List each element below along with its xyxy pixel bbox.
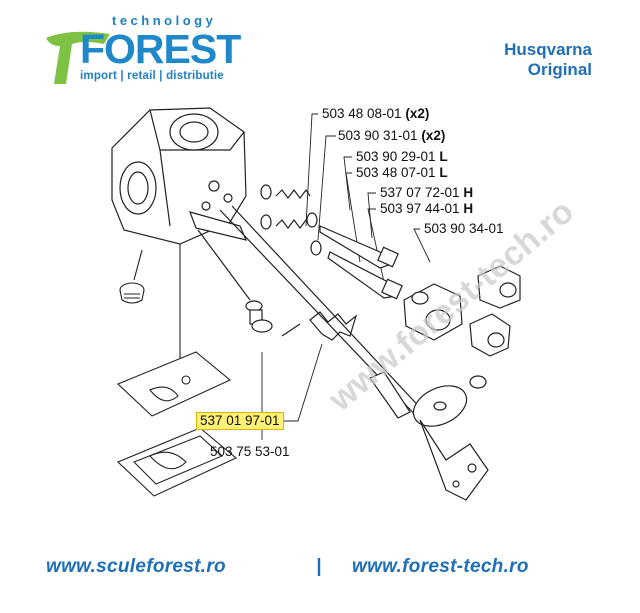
footer-site-link[interactable]: www.sculeforest.ro [46, 556, 226, 577]
logo-mark-icon [46, 31, 110, 84]
part-label: 503 90 34-01 [424, 221, 504, 236]
throttle-disc [412, 375, 489, 501]
part-label: 503 48 08-01 (x2) [322, 106, 430, 121]
metering-spring [219, 205, 427, 421]
logo-tagline-top: technology [112, 13, 217, 28]
gasket-plates [117, 244, 238, 497]
brand-line2: Original [527, 60, 592, 79]
fuel-nozzle [197, 229, 273, 333]
logo-tagline-bottom: import | retail | distributie [80, 70, 224, 82]
limiter-caps [403, 265, 521, 357]
part-label: 503 48 07-01 L [356, 165, 448, 180]
carburetor-body [111, 107, 248, 245]
brand-line1: Husqvarna [504, 40, 592, 59]
part-label: 503 97 44-01 H [380, 201, 474, 216]
adjust-springs [260, 184, 322, 256]
leader-lines [261, 113, 431, 440]
part-label: 537 07 72-01 H [380, 185, 474, 200]
adjust-needles [319, 225, 403, 300]
footer-separator: | [316, 556, 322, 577]
part-label-highlighted: 537 01 97-01 [196, 412, 284, 430]
filter-screen [119, 249, 145, 304]
part-label: 503 90 29-01 L [356, 149, 448, 164]
part-label: 503 90 31-01 (x2) [338, 128, 446, 143]
logo-name: FOREST [80, 26, 241, 72]
footer-site-link[interactable]: www.forest-tech.ro [352, 556, 529, 577]
part-label: 503 75 53-01 [210, 444, 290, 459]
